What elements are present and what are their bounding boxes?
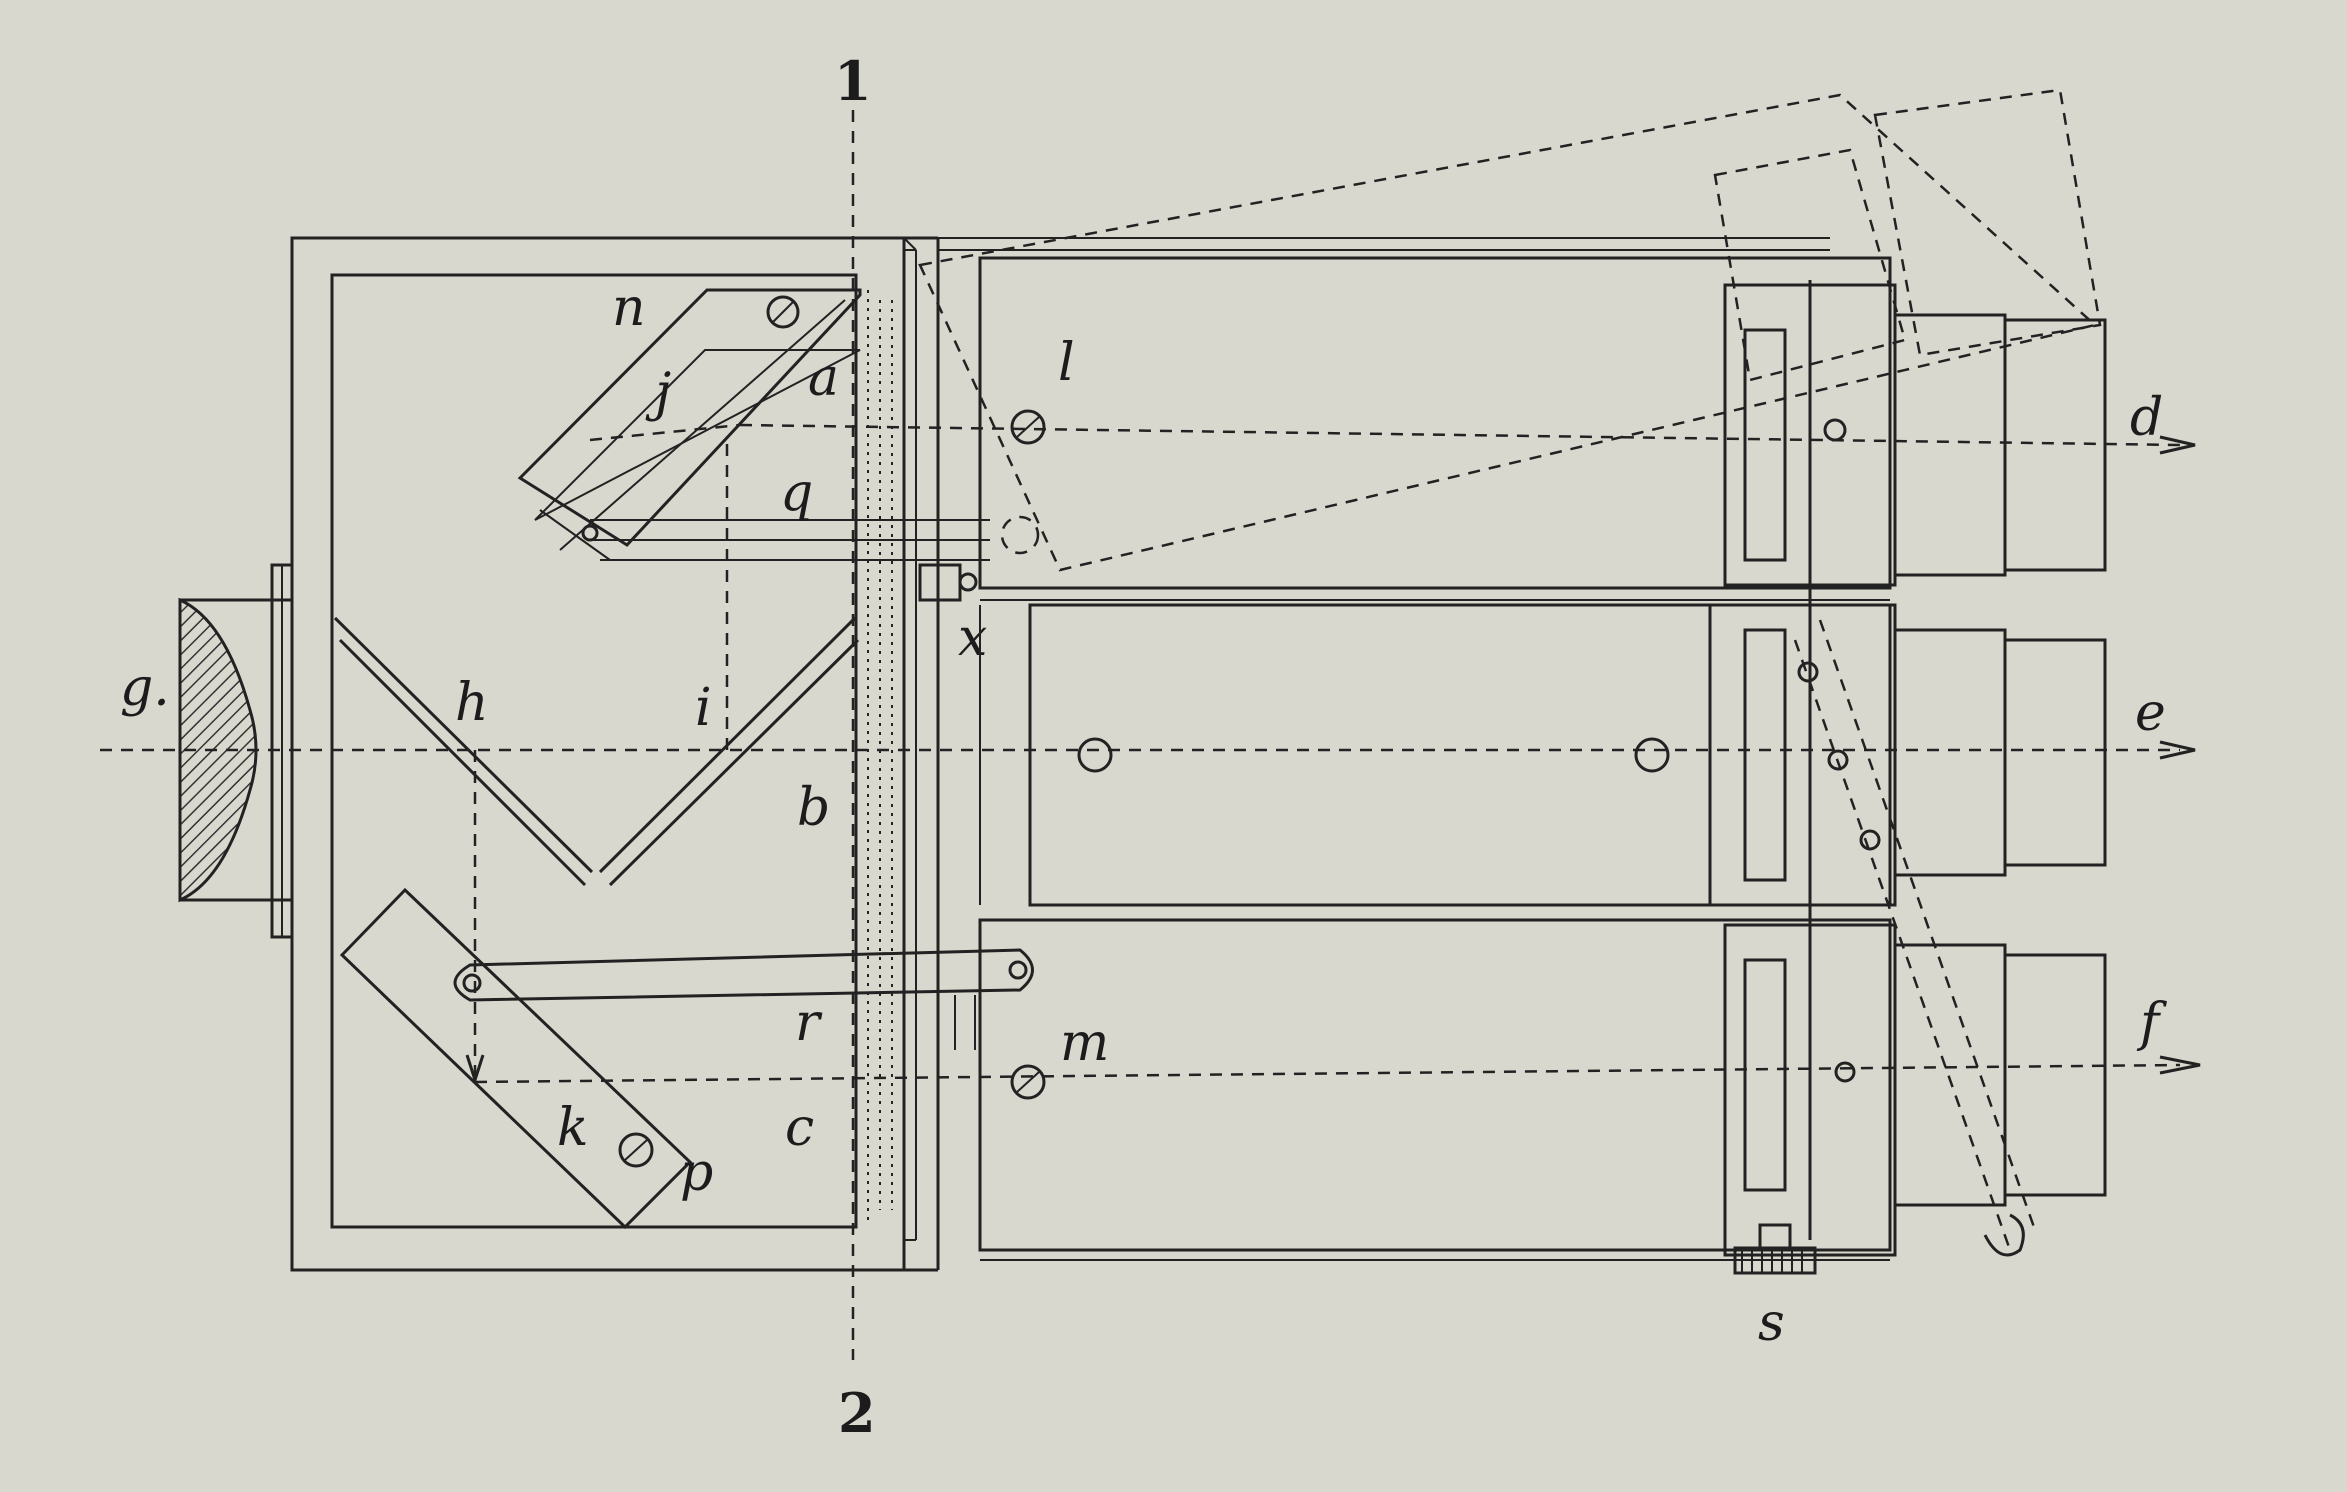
label-p: p — [680, 1143, 713, 1203]
mirror-k — [339, 887, 693, 1230]
label-c: c — [785, 1098, 814, 1158]
label-r: r — [795, 993, 823, 1053]
label-d: d — [2130, 388, 2163, 448]
camera-box-d — [938, 237, 2107, 590]
left-housing — [290, 236, 940, 1272]
axis-f — [474, 1063, 2181, 1084]
mirror-h — [333, 616, 594, 887]
label-e: e — [2135, 683, 2166, 743]
label-m: m — [1060, 1013, 1109, 1073]
label-x: x — [958, 608, 987, 668]
label-h: h — [455, 673, 489, 733]
arrow-f — [2159, 1055, 2201, 1075]
label-n: n — [612, 278, 646, 338]
camera-box-e — [979, 599, 2107, 907]
section-label-bottom: 2 — [838, 1381, 876, 1445]
swung-box-outline — [918, 88, 2102, 572]
lever-r — [453, 948, 1034, 1050]
label-j: j — [645, 363, 671, 423]
mirror-j — [517, 288, 990, 561]
section-label-top: 1 — [834, 49, 872, 113]
label-l: l — [1058, 333, 1075, 393]
adjusting-screw-s — [1733, 1223, 1817, 1275]
objective-lens — [178, 563, 294, 939]
beam-h-arrow — [465, 1054, 485, 1085]
arrow-e — [2159, 740, 2196, 760]
pin-x — [918, 563, 978, 602]
label-s: s — [1758, 1293, 1785, 1353]
label-q: q — [780, 463, 813, 523]
label-f: f — [2136, 993, 2167, 1053]
sliding-bar — [1793, 280, 2037, 1257]
mirror-i — [598, 616, 860, 887]
label-g: g. — [120, 658, 170, 718]
label-i: i — [695, 678, 712, 738]
label-k: k — [557, 1098, 589, 1158]
camera-box-f — [978, 918, 2107, 1261]
axis-d — [739, 423, 2181, 447]
label-a: a — [808, 348, 839, 408]
label-b: b — [797, 778, 830, 838]
arrow-d — [2159, 435, 2196, 455]
